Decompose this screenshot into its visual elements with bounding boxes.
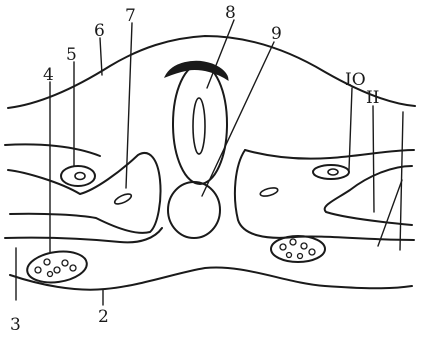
left-myotome-wedge [8,153,161,233]
right-myotome-wedge [325,166,412,225]
notochord [168,182,220,238]
left-upper-lateral-line [5,144,100,156]
left-dorsal-vessel-lumen [75,173,85,180]
label-10: II [366,88,379,108]
label-1: 2 [98,307,109,327]
label-5: 6 [94,21,105,41]
right-upper-lateral-line [245,150,414,159]
right-dorsal-vessel [313,165,349,179]
label-6: 7 [125,6,136,26]
neural-tube [173,64,227,184]
label-7: 8 [225,3,236,23]
right-myotome-slit [259,186,278,197]
neural-crest-cap [165,61,228,80]
left-lower-lateral-line [5,228,162,242]
label-3: 4 [43,65,54,85]
label-4: 5 [66,45,77,65]
label-9: IO [345,70,366,90]
left-cell-cluster-dots [35,259,76,277]
label-8: 9 [271,24,282,44]
left-dorsal-vessel [61,166,95,186]
label-2: 3 [10,315,21,335]
right-cell-cluster-dots [280,239,315,259]
left-myotome-slit [113,192,132,206]
neural-canal [193,98,205,154]
right-dorsal-vessel-lumen [328,169,338,175]
